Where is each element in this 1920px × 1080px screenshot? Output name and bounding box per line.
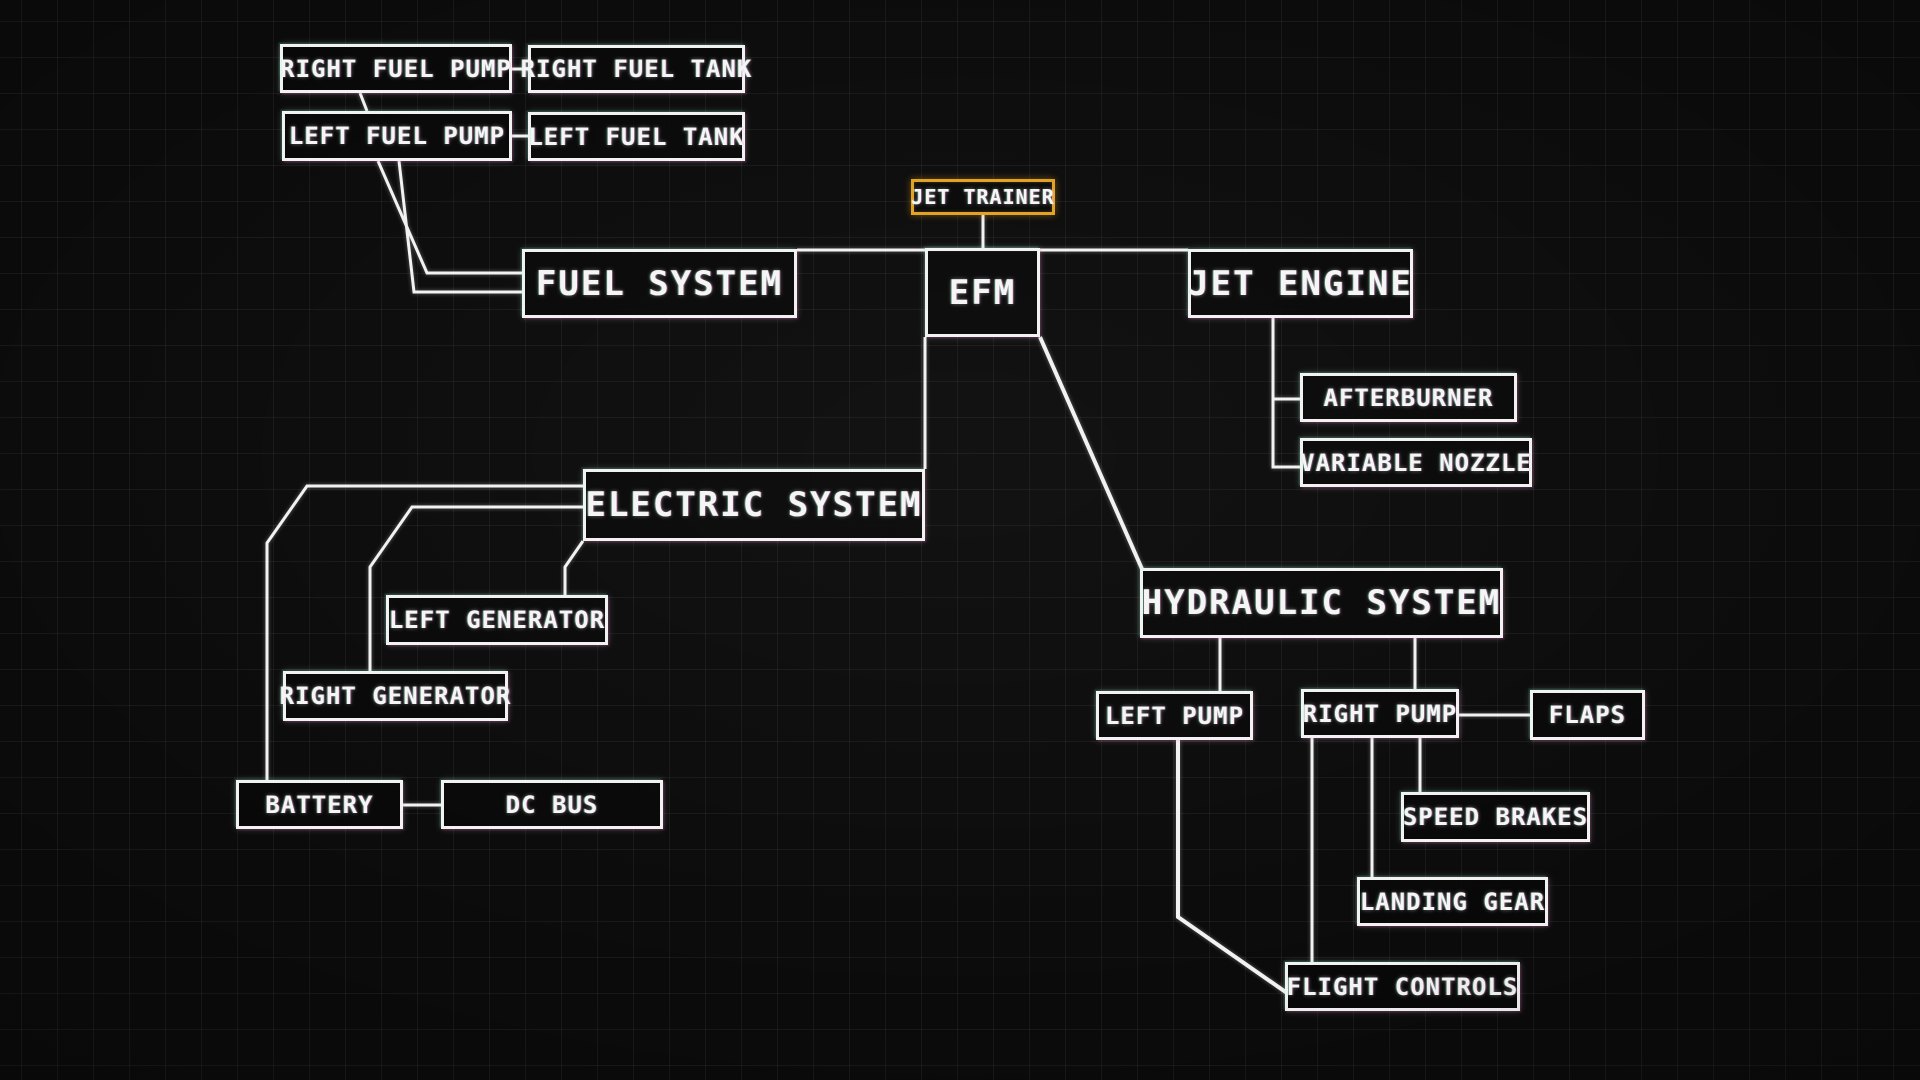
node-label: FUEL SYSTEM xyxy=(535,263,784,304)
node-label: FLIGHT CONTROLS xyxy=(1286,972,1519,1001)
node-label: ELECTRIC SYSTEM xyxy=(585,485,923,525)
node-jet-trainer[interactable]: JET TRAINER xyxy=(911,179,1055,215)
node-label: JET ENGINE xyxy=(1188,263,1413,304)
node-label: LEFT GENERATOR xyxy=(388,606,606,634)
node-variable-nozzle[interactable]: VARIABLE NOZZLE xyxy=(1300,438,1532,487)
node-label: FLAPS xyxy=(1548,701,1627,729)
edge-electric-system-left-generator xyxy=(563,540,585,595)
node-afterburner[interactable]: AFTERBURNER xyxy=(1300,373,1517,422)
node-label: LEFT FUEL TANK xyxy=(528,122,745,151)
node-left-fuel-tank[interactable]: LEFT FUEL TANK xyxy=(528,112,745,161)
node-left-generator[interactable]: LEFT GENERATOR xyxy=(386,595,608,645)
edge-electric-system-right-generator xyxy=(368,505,583,671)
node-label: RIGHT PUMP xyxy=(1302,699,1458,728)
node-label: DC BUS xyxy=(505,790,599,819)
node-right-pump[interactable]: RIGHT PUMP xyxy=(1301,689,1459,738)
node-right-generator[interactable]: RIGHT GENERATOR xyxy=(280,671,510,721)
edge-efm-hydraulic-system xyxy=(1038,336,1144,570)
node-battery[interactable]: BATTERY xyxy=(236,780,403,829)
node-dc-bus[interactable]: DC BUS xyxy=(441,780,663,829)
node-efm[interactable]: EFM xyxy=(925,248,1040,337)
node-label: BATTERY xyxy=(265,790,374,819)
node-label: JET TRAINER xyxy=(911,185,1055,209)
node-label: LANDING GEAR xyxy=(1359,887,1546,916)
node-label: AFTERBURNER xyxy=(1323,383,1494,412)
node-label: EFM xyxy=(948,272,1017,313)
node-fuel-system[interactable]: FUEL SYSTEM xyxy=(522,249,797,318)
node-landing-gear[interactable]: LANDING GEAR xyxy=(1357,877,1548,926)
node-label: RIGHT GENERATOR xyxy=(279,682,512,710)
node-label: RIGHT FUEL PUMP xyxy=(280,54,512,83)
node-hydraulic-system[interactable]: HYDRAULIC SYSTEM xyxy=(1140,568,1503,638)
node-right-fuel-tank[interactable]: RIGHT FUEL TANK xyxy=(521,45,751,93)
node-left-pump[interactable]: LEFT PUMP xyxy=(1096,691,1253,740)
node-label: SPEED BRAKES xyxy=(1402,803,1589,831)
node-flaps[interactable]: FLAPS xyxy=(1530,690,1645,740)
node-label: RIGHT FUEL TANK xyxy=(520,55,753,83)
node-label: LEFT PUMP xyxy=(1104,701,1245,730)
node-left-fuel-pump[interactable]: LEFT FUEL PUMP xyxy=(282,111,512,161)
node-label: VARIABLE NOZZLE xyxy=(1300,448,1532,477)
edge-left-pump-flight-controls xyxy=(1176,740,1289,995)
node-flight-controls[interactable]: FLIGHT CONTROLS xyxy=(1285,962,1520,1011)
node-jet-engine[interactable]: JET ENGINE xyxy=(1188,249,1413,318)
node-label: LEFT FUEL PUMP xyxy=(288,122,506,150)
node-electric-system[interactable]: ELECTRIC SYSTEM xyxy=(583,469,925,541)
edge-jet-engine-afterburner-nozzle xyxy=(1271,318,1300,469)
node-speed-brakes[interactable]: SPEED BRAKES xyxy=(1401,792,1590,842)
edge-right-fuel-pump-left-fuel-pump xyxy=(358,92,369,112)
node-right-fuel-pump[interactable]: RIGHT FUEL PUMP xyxy=(280,44,512,93)
node-label: HYDRAULIC SYSTEM xyxy=(1141,583,1502,623)
